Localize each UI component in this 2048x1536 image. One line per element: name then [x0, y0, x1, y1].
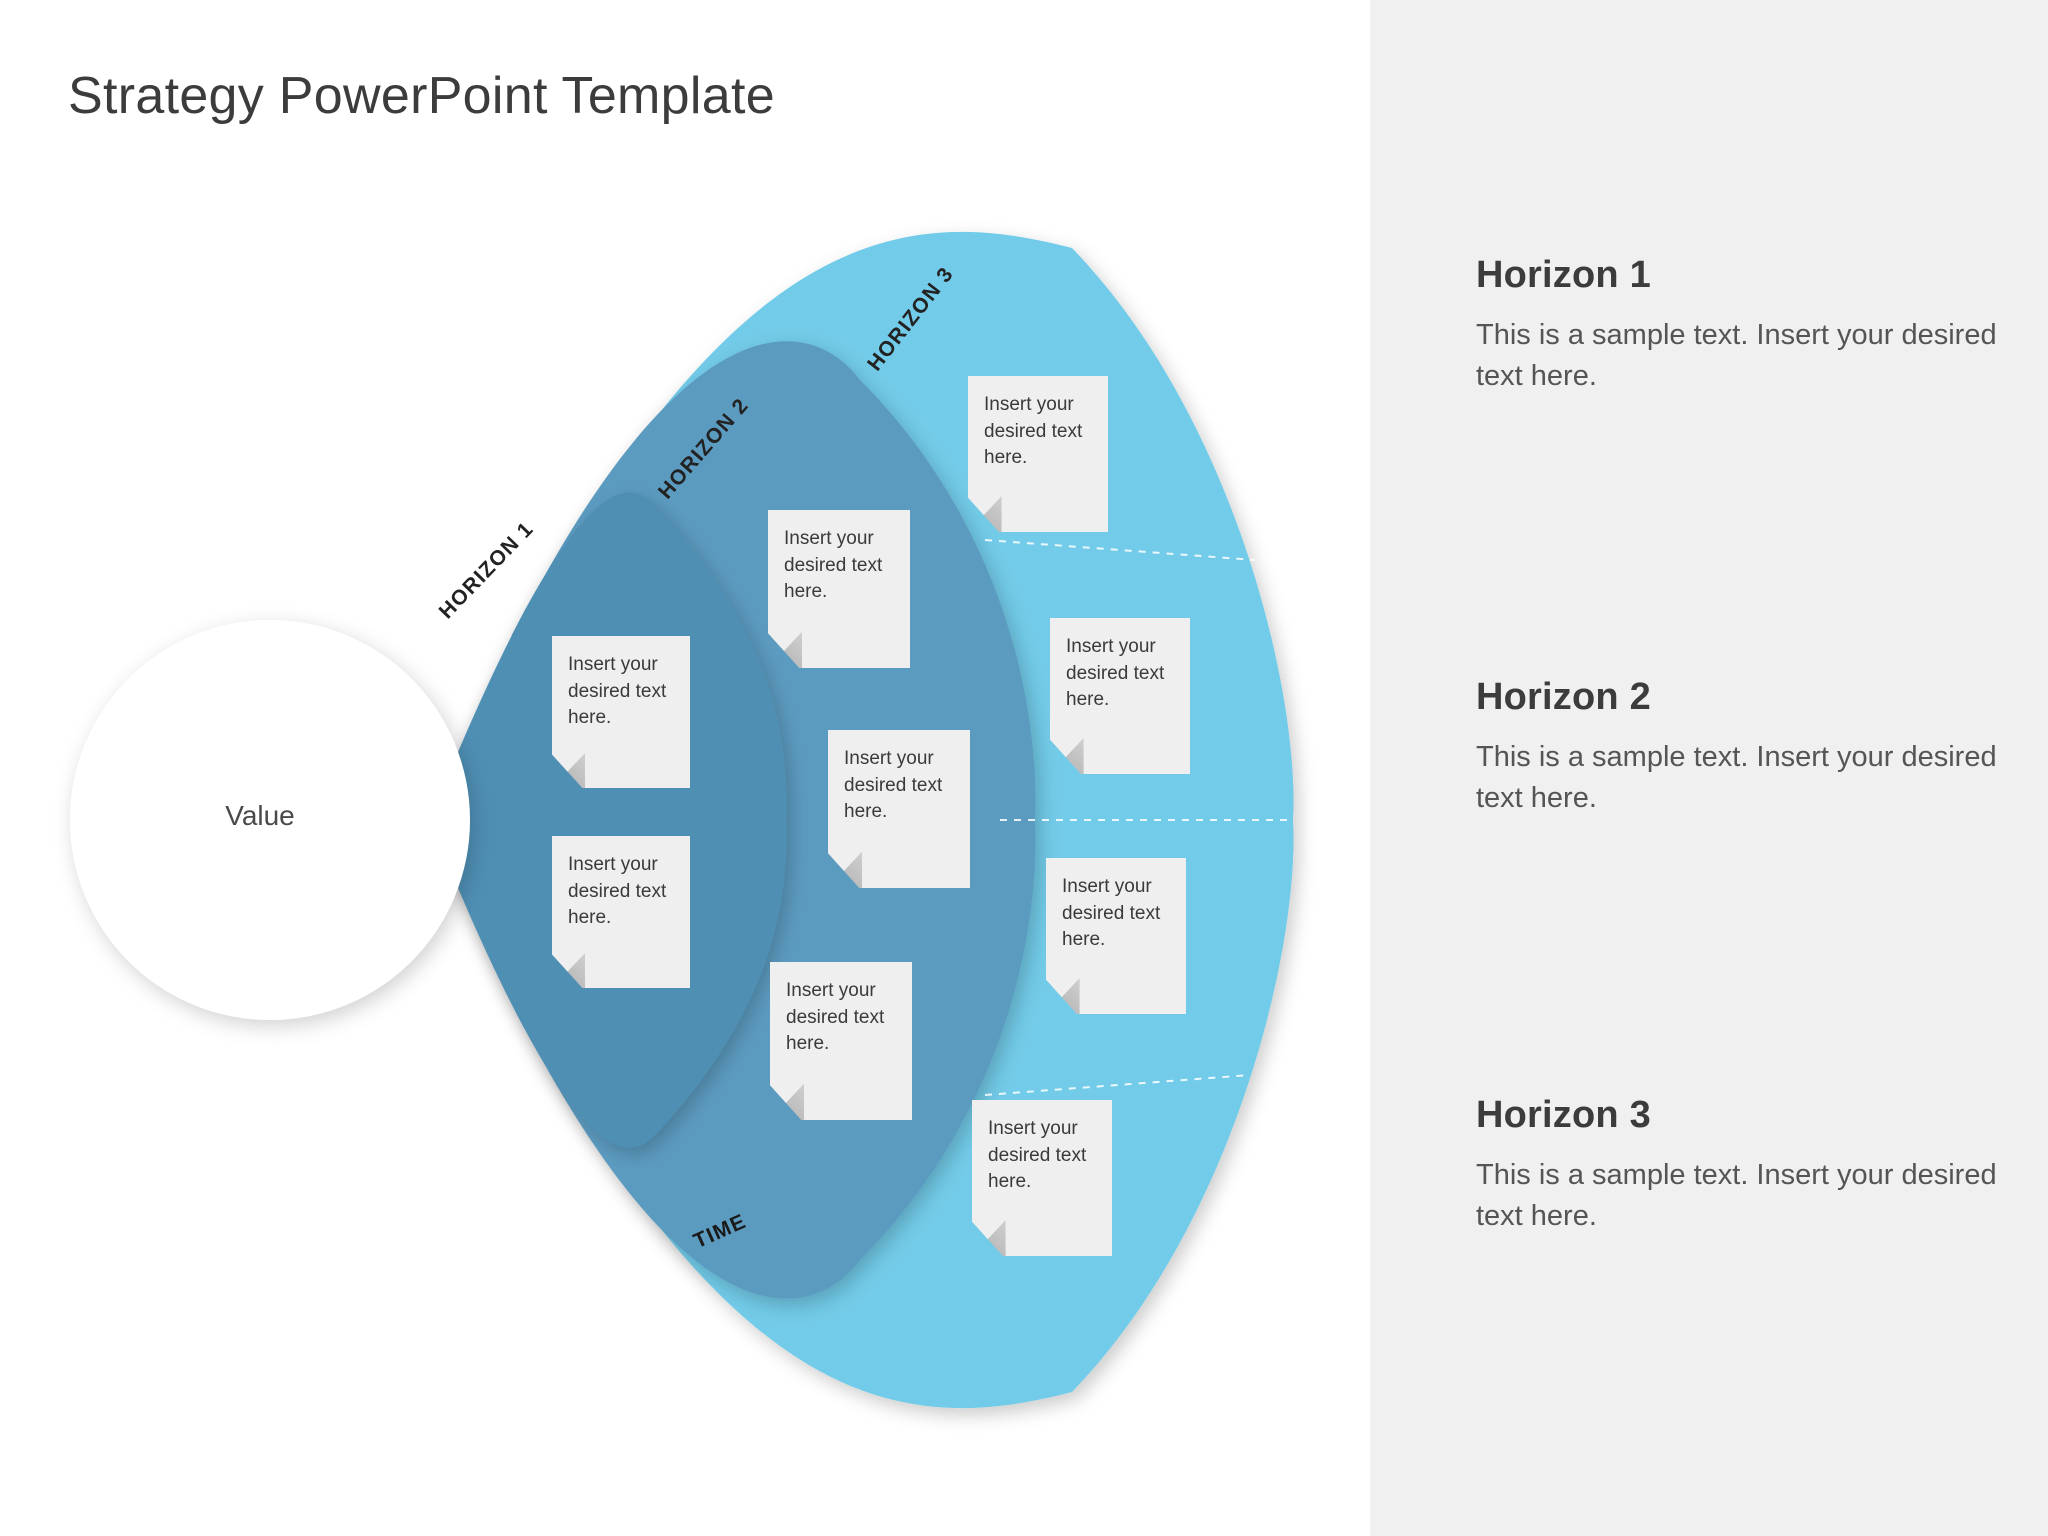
note-h3-4[interactable]: Insert your desired text here.	[972, 1100, 1112, 1256]
note-h2-3[interactable]: Insert your desired text here.	[770, 962, 912, 1120]
horizon-3-divider-3	[984, 1074, 1251, 1096]
description-block-horizon-3: Horizon 3 This is a sample text. Insert …	[1476, 1094, 2016, 1237]
description-title: Horizon 3	[1476, 1094, 1651, 1136]
note-h1-2[interactable]: Insert your desired text here.	[552, 836, 690, 988]
description-block-horizon-2: Horizon 2 This is a sample text. Insert …	[1476, 676, 2016, 819]
description-panel: Horizon 1 This is a sample text. Insert …	[1370, 0, 2048, 1536]
description-body: This is a sample text. Insert your desir…	[1476, 1159, 1997, 1233]
note-text: Insert your desired text here.	[1062, 876, 1161, 951]
note-text: Insert your desired text here.	[1066, 636, 1165, 711]
description-title: Horizon 2	[1476, 676, 1651, 718]
note-text: Insert your desired text here.	[784, 528, 883, 603]
note-h3-3[interactable]: Insert your desired text here.	[1046, 858, 1186, 1014]
note-h1-1[interactable]: Insert your desired text here.	[552, 636, 690, 788]
note-text: Insert your desired text here.	[568, 654, 667, 729]
note-text: Insert your desired text here.	[988, 1118, 1087, 1193]
description-title: Horizon 1	[1476, 254, 1651, 296]
note-text: Insert your desired text here.	[984, 394, 1083, 469]
note-h2-2[interactable]: Insert your desired text here.	[828, 730, 970, 888]
horizon-3-divider-1	[984, 539, 1256, 561]
description-block-horizon-1: Horizon 1 This is a sample text. Insert …	[1476, 254, 2016, 397]
note-h2-1[interactable]: Insert your desired text here.	[768, 510, 910, 668]
horizon-1-wedge	[430, 492, 787, 1148]
note-h3-1[interactable]: Insert your desired text here.	[968, 376, 1108, 532]
note-text: Insert your desired text here.	[844, 748, 943, 823]
description-body: This is a sample text. Insert your desir…	[1476, 741, 1997, 815]
strategy-horizons-diagram: Value HORIZON 1 HORIZON 2 HORIZON 3 TIME…	[70, 231, 1294, 1409]
note-h3-2[interactable]: Insert your desired text here.	[1050, 618, 1190, 774]
description-body: This is a sample text. Insert your desir…	[1476, 319, 1997, 393]
value-circle	[70, 620, 470, 1020]
page-title: Strategy PowerPoint Template	[68, 67, 775, 125]
note-text: Insert your desired text here.	[568, 854, 667, 929]
value-circle-label: Value	[225, 800, 295, 831]
note-text: Insert your desired text here.	[786, 980, 885, 1055]
